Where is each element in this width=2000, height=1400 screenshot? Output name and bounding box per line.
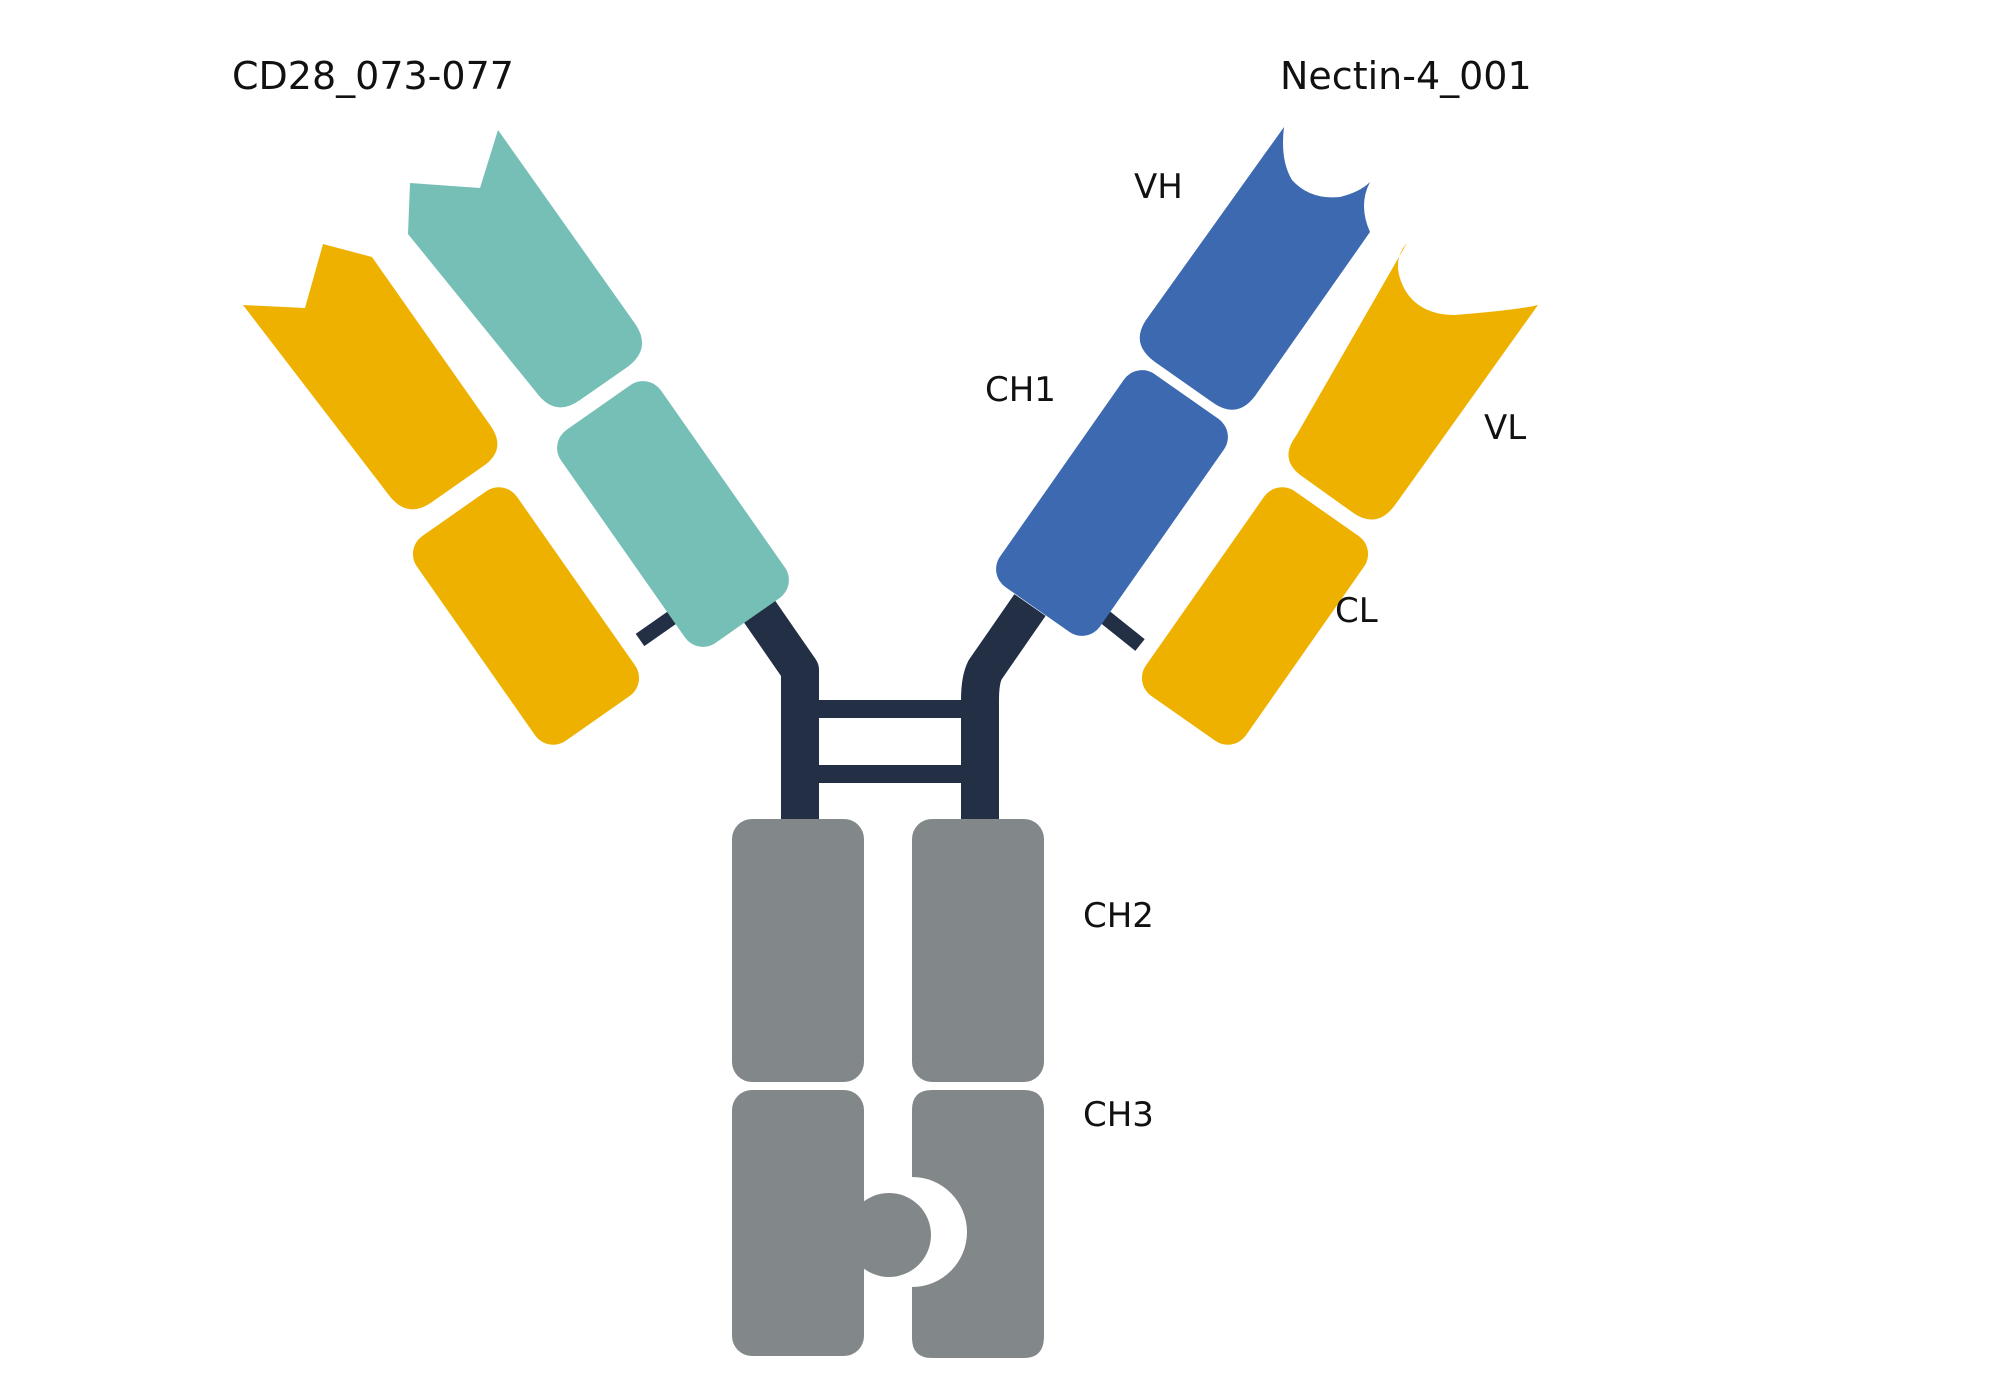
- ch3-knob: [847, 1193, 931, 1277]
- ch2-left: [732, 819, 864, 1082]
- left-light-chain-constant: [412, 487, 640, 745]
- fc-region: [732, 819, 1044, 1358]
- hinge-right-strand: [961, 594, 1046, 830]
- right-arm: [996, 127, 1538, 745]
- right-heavy-chain-ch1: [996, 370, 1228, 636]
- label-ch3: CH3: [1083, 1095, 1154, 1135]
- left-heavy-chain-ch1: [557, 381, 789, 647]
- right-light-chain-variable: [1288, 243, 1538, 520]
- label-vh: VH: [1134, 167, 1183, 207]
- left-light-chain-variable: [243, 244, 498, 510]
- left-heavy-chain-variable: [408, 130, 643, 408]
- right-heavy-chain-variable: [1139, 127, 1370, 410]
- label-vl: VL: [1484, 408, 1526, 448]
- left-arm-title: CD28_073-077: [232, 54, 514, 98]
- left-arm: [243, 130, 789, 745]
- ch3-left: [732, 1090, 864, 1356]
- hinge-region: [635, 594, 1145, 830]
- disulfide-bond-lower: [800, 765, 980, 783]
- ch2-right: [912, 819, 1044, 1082]
- right-arm-title: Nectin-4_001: [1280, 54, 1532, 98]
- ch3-right: [912, 1090, 1044, 1358]
- hinge-left-strand: [739, 594, 819, 830]
- label-cl: CL: [1335, 591, 1378, 631]
- label-ch1: CH1: [985, 370, 1056, 410]
- label-ch2: CH2: [1083, 896, 1154, 936]
- right-light-chain-constant: [1141, 487, 1369, 745]
- disulfide-bond-upper: [800, 700, 980, 718]
